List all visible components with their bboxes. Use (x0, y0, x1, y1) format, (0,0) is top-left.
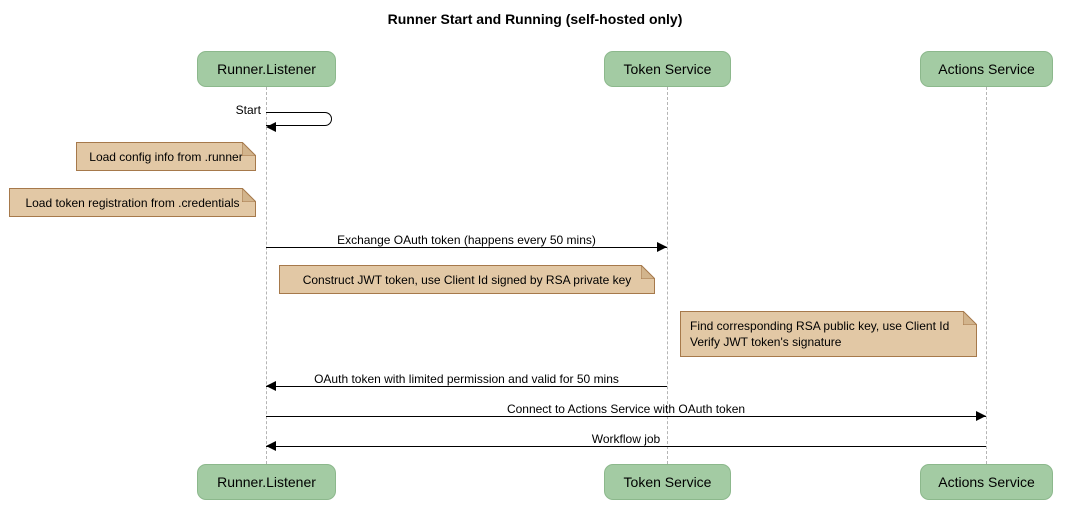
participant-actions-service-top: Actions Service (920, 51, 1053, 87)
message-line (266, 247, 667, 248)
lifeline-actions-service (986, 87, 987, 464)
participant-label: Runner.Listener (217, 474, 316, 490)
participant-runner-listener-bottom: Runner.Listener (197, 464, 336, 500)
participant-token-service-bottom: Token Service (604, 464, 731, 500)
message-line (266, 386, 667, 387)
note-load-config: Load config info from .runner (76, 142, 256, 171)
arrowhead-right-icon (976, 411, 986, 421)
note-text-line1: Find corresponding RSA public key, use C… (690, 319, 950, 333)
self-message-loop (266, 112, 332, 126)
message-line (266, 446, 986, 447)
note-verify-jwt: Find corresponding RSA public key, use C… (680, 311, 977, 357)
note-text: Construct JWT token, use Client Id signe… (302, 272, 632, 287)
participant-runner-listener-top: Runner.Listener (197, 51, 336, 87)
arrowhead-right-icon (657, 242, 667, 252)
participant-label: Actions Service (938, 61, 1035, 77)
arrowhead-left-icon (266, 441, 276, 451)
message-label-oauth-return: OAuth token with limited permission and … (314, 372, 619, 386)
participant-token-service-top: Token Service (604, 51, 731, 87)
lifeline-runner-listener (266, 87, 267, 464)
note-text-line2: Verify JWT token's signature (690, 335, 842, 349)
note-text: Load token registration from .credential… (25, 195, 240, 210)
lifeline-token-service (667, 87, 668, 464)
participant-label: Runner.Listener (217, 61, 316, 77)
message-label-start: Start (235, 103, 261, 117)
note-text: Load config info from .runner (89, 149, 243, 164)
arrowhead-left-icon (266, 122, 276, 132)
participant-label: Actions Service (938, 474, 1035, 490)
message-label-connect: Connect to Actions Service with OAuth to… (506, 402, 746, 416)
note-fold-icon (242, 188, 256, 202)
arrowhead-left-icon (266, 381, 276, 391)
message-label-exchange-oauth: Exchange OAuth token (happens every 50 m… (337, 233, 596, 247)
diagram-title: Runner Start and Running (self-hosted on… (387, 11, 683, 27)
participant-actions-service-bottom: Actions Service (920, 464, 1053, 500)
note-load-token-registration: Load token registration from .credential… (9, 188, 256, 217)
note-fold-icon (641, 265, 655, 279)
participant-label: Token Service (623, 61, 712, 77)
participant-label: Token Service (623, 474, 712, 490)
note-fold-icon (963, 311, 977, 325)
note-construct-jwt: Construct JWT token, use Client Id signe… (279, 265, 655, 294)
note-fold-icon (242, 142, 256, 156)
message-line (266, 416, 986, 417)
message-label-workflow-job: Workflow job (591, 432, 661, 446)
